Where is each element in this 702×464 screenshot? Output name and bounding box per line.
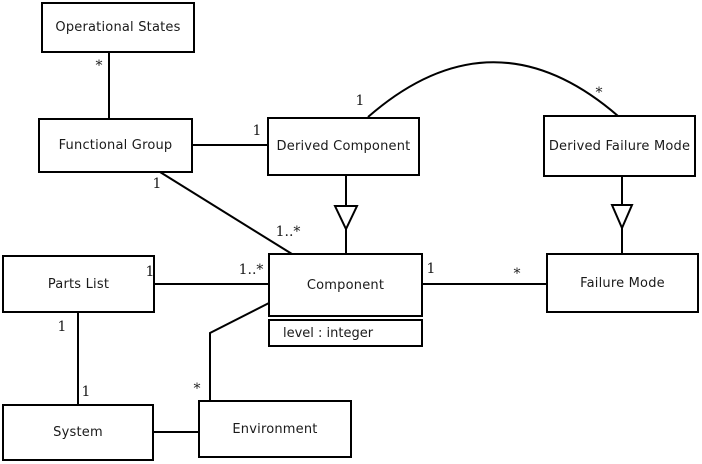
multiplicity-partslist-system-src: 1 [57, 319, 67, 335]
multiplicity-opstates-fgroup: * [95, 58, 103, 74]
association-arc-dcomponent-dfailuremode [367, 61, 619, 118]
association-fgroup-component [159, 171, 293, 255]
class-box-functional-group[interactable]: Functional Group [38, 118, 193, 173]
class-name-derived-component: Derived Component [276, 139, 411, 154]
multiplicity-partslist-component-dst: 1..* [238, 262, 264, 278]
class-box-failure-mode[interactable]: Failure Mode [546, 253, 699, 313]
class-name-operational-states: Operational States [55, 20, 181, 35]
multiplicity-fgroup-component-src: 1 [152, 176, 162, 192]
multiplicity-environment-component: * [193, 381, 201, 397]
class-name-system: System [53, 425, 103, 440]
class-box-component[interactable]: Component [268, 253, 423, 317]
multiplicity-fgroup-dcomponent: 1 [252, 123, 262, 139]
class-attribute-compartment-component[interactable]: level : integer [268, 319, 423, 347]
class-box-system[interactable]: System [2, 404, 154, 461]
multiplicity-component-failuremode-dst: * [513, 266, 521, 282]
generalization-triangle-failure-mode [610, 204, 634, 231]
generalization-triangle-component [333, 205, 359, 232]
class-box-parts-list[interactable]: Parts List [2, 255, 155, 313]
class-name-parts-list: Parts List [47, 276, 110, 292]
class-name-derived-failure-mode: Derived Failure Mode [548, 138, 691, 154]
class-name-functional-group: Functional Group [58, 138, 173, 153]
multiplicity-partslist-system-dst: 1 [81, 384, 91, 400]
attribute-level-integer: level : integer [283, 325, 374, 341]
multiplicity-fgroup-component-dst: 1..* [275, 224, 301, 240]
class-name-failure-mode: Failure Mode [580, 275, 665, 291]
association-environment-component [209, 302, 270, 401]
multiplicity-partslist-component-src: 1 [145, 264, 155, 280]
class-box-derived-component[interactable]: Derived Component [267, 117, 420, 176]
class-name-component: Component [306, 277, 385, 293]
multiplicity-component-failuremode-src: 1 [426, 261, 436, 277]
class-box-environment[interactable]: Environment [198, 400, 352, 458]
class-box-operational-states[interactable]: Operational States [41, 2, 195, 53]
multiplicity-arc-dfailuremode: * [595, 85, 603, 101]
class-name-environment: Environment [232, 421, 318, 437]
multiplicity-arc-dcomponent: 1 [355, 93, 365, 109]
class-box-derived-failure-mode[interactable]: Derived Failure Mode [543, 115, 696, 177]
